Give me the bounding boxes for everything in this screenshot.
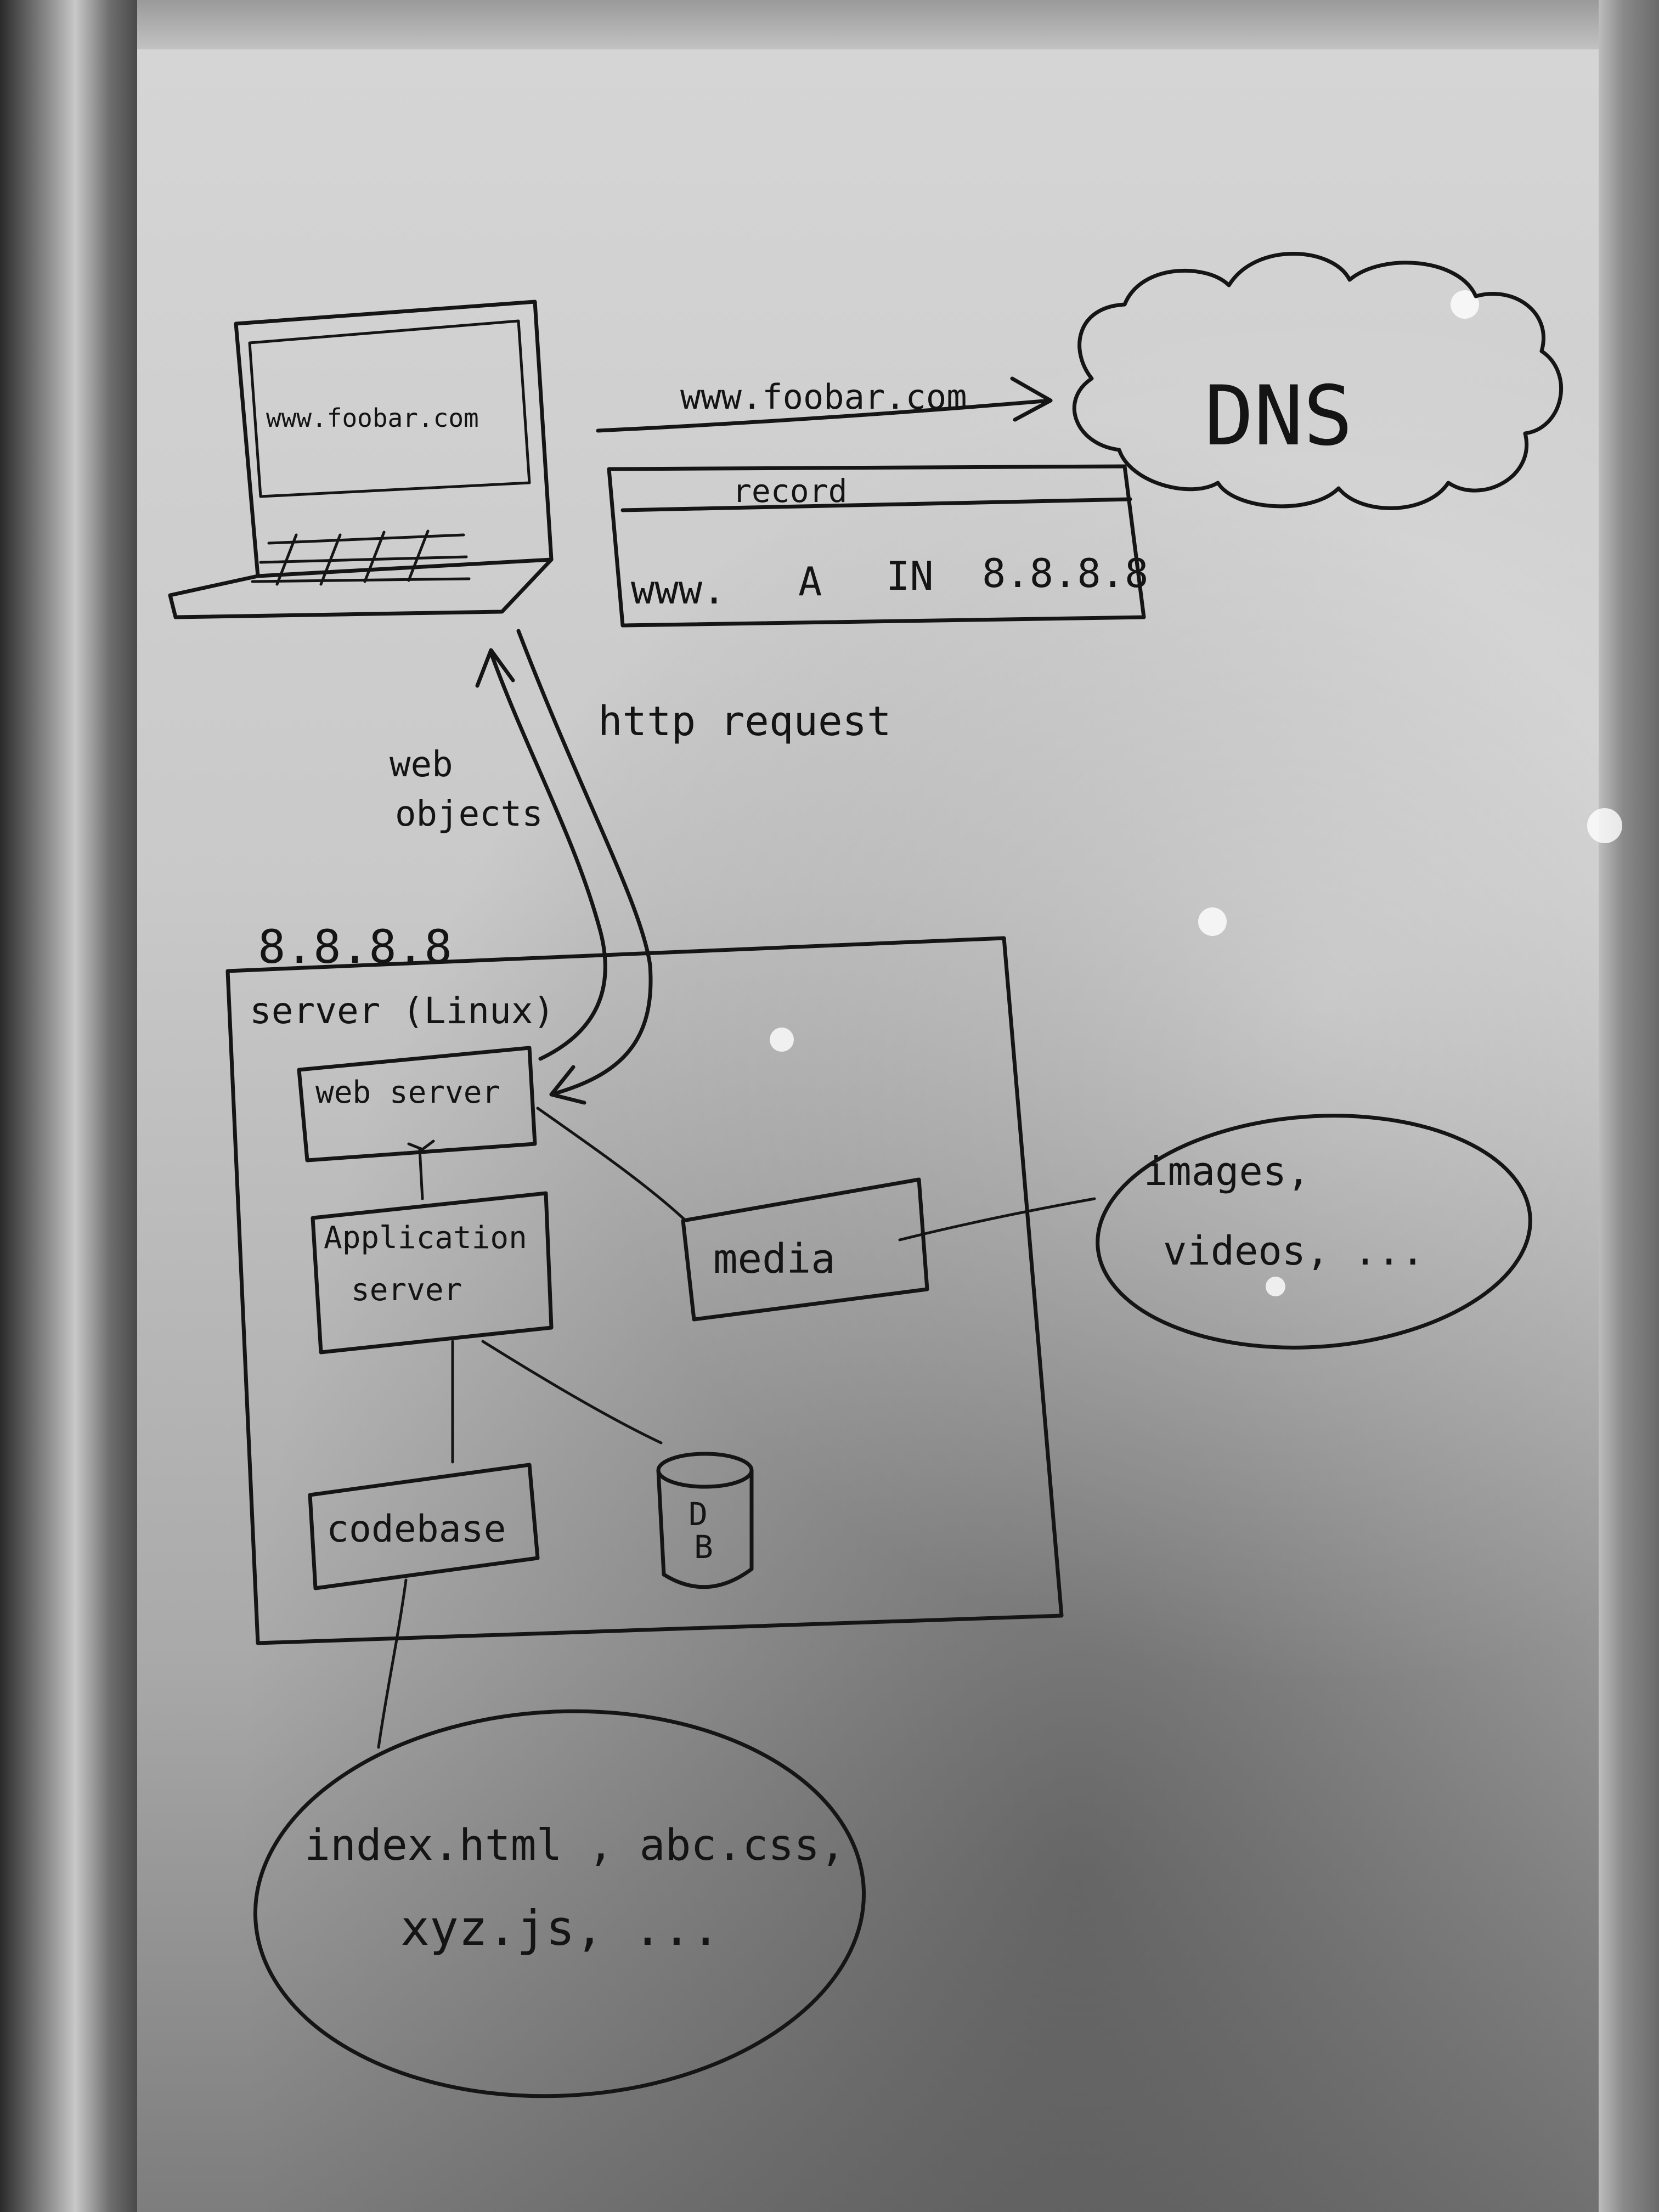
connector-lines (377, 1107, 1096, 1749)
dns-record-title: record (732, 472, 848, 510)
codebase-box (308, 1463, 540, 1590)
codebase-label: codebase (326, 1508, 506, 1551)
dns-record-card (607, 464, 1146, 628)
web-objects-arrow (475, 648, 607, 1061)
web-server-box (297, 1046, 537, 1163)
dns-query-arrow (596, 376, 1053, 433)
database-icon (656, 1452, 754, 1589)
dns-record-class: IN (886, 553, 934, 599)
whiteboard-frame-left (0, 0, 137, 2212)
media-box (681, 1177, 929, 1322)
dns-cloud-icon (1072, 252, 1563, 510)
media-files-line2: videos, ... (1163, 1228, 1425, 1274)
whiteboard-frame-right (1599, 0, 1659, 2212)
dns-label: DNS (1204, 369, 1353, 464)
code-files-ellipse (253, 1709, 866, 2098)
dns-record-name: www. (631, 567, 726, 613)
database-label-line1: D (689, 1496, 708, 1533)
media-files-ellipse (1096, 1114, 1532, 1350)
whiteboard-frame-top (137, 0, 1599, 49)
web-objects-label-line1: web (390, 744, 453, 785)
laptop-screen-url: www.foobar.com (266, 403, 479, 433)
application-server-label-line2: server (351, 1272, 462, 1308)
dns-record-type: A (798, 558, 822, 605)
code-files-line2: xyz.js, ... (400, 1900, 720, 1956)
server-ip: 8.8.8.8 (258, 920, 452, 974)
application-server-label-line1: Application (324, 1220, 527, 1256)
dns-record-address: 8.8.8.8 (982, 550, 1148, 596)
http-request-label: http request (598, 698, 891, 745)
server-title: server (Linux) (250, 990, 555, 1032)
application-server-box (311, 1191, 554, 1355)
laptop-icon (168, 300, 554, 619)
media-label: media (713, 1235, 836, 1283)
web-server-label: web server (315, 1075, 500, 1110)
web-objects-label-line2: objects (395, 794, 543, 834)
server-box (225, 936, 1064, 1645)
code-files-line1: index.html , abc.css, (304, 1821, 845, 1870)
http-request-arrow (516, 629, 653, 1105)
database-label-line2: B (694, 1528, 713, 1566)
light-glare (770, 290, 1622, 1296)
dns-query-label: www.foobar.com (680, 377, 967, 417)
media-files-line1: images, (1144, 1148, 1310, 1194)
